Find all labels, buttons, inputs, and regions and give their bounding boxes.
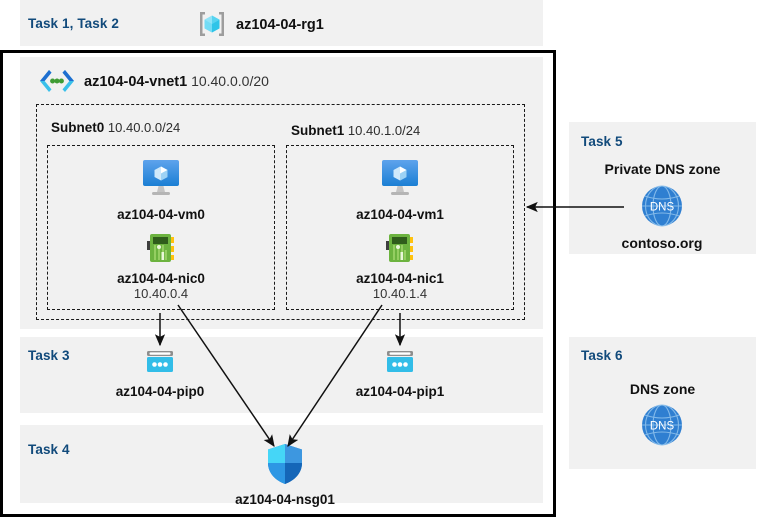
network-interface-icon	[383, 232, 417, 264]
resource-group-header: az104-04-rg1	[196, 8, 324, 40]
subnet0-box	[47, 145, 275, 310]
subnet1-title: Subnet1 10.40.1.0/24	[291, 123, 421, 138]
private-dns-name: contoso.org	[621, 235, 703, 251]
svg-text:DNS: DNS	[650, 202, 675, 214]
pip0-name: az104-04-pip0	[115, 384, 205, 399]
resource-group-panel	[20, 0, 543, 46]
subnets-container	[36, 104, 525, 320]
nic0-ip: 10.40.0.4	[133, 286, 189, 301]
nic1-ip: 10.40.1.4	[372, 286, 428, 301]
public-dns-title: DNS zone	[629, 381, 696, 397]
pip1-node[interactable]: az104-04-pip1	[340, 349, 460, 399]
pip0-node[interactable]: az104-04-pip0	[100, 349, 220, 399]
vm0-name: az104-04-vm0	[117, 207, 205, 222]
vnet-header: az104-04-vnet1 10.40.0.0/20	[38, 68, 269, 94]
task-label-5: Task 5	[581, 134, 623, 149]
private-dns-title: Private DNS zone	[604, 161, 721, 177]
subnet0-title: Subnet0 10.40.0.0/24	[51, 120, 181, 135]
dns-zone-icon: DNS	[640, 403, 684, 447]
resource-group-icon	[196, 8, 228, 40]
task-label-6: Task 6	[581, 348, 623, 363]
network-security-group-icon	[266, 443, 304, 485]
public-ip-icon	[383, 349, 417, 377]
vnet-panel	[20, 57, 543, 329]
nic0-node[interactable]: az104-04-nic0 10.40.0.4	[101, 232, 221, 301]
nic1-name: az104-04-nic1	[356, 271, 444, 286]
pip1-name: az104-04-pip1	[355, 384, 445, 399]
nic0-name: az104-04-nic0	[117, 271, 205, 286]
subnet1-box	[286, 145, 514, 310]
task-label-3: Task 3	[28, 348, 70, 363]
virtual-machine-icon	[138, 158, 184, 200]
nic1-node[interactable]: az104-04-nic1 10.40.1.4	[340, 232, 460, 301]
public-dns-node[interactable]: DNS	[602, 403, 722, 452]
vm0-node[interactable]: az104-04-vm0	[101, 158, 221, 222]
public-ip-panel	[20, 337, 543, 413]
svg-text:DNS: DNS	[650, 421, 675, 433]
vm1-name: az104-04-vm1	[356, 207, 444, 222]
nsg-name: az104-04-nsg01	[235, 492, 335, 507]
virtual-network-icon	[38, 68, 76, 94]
task-label-4: Task 4	[28, 442, 70, 457]
network-interface-icon	[144, 232, 178, 264]
task-label-1-2: Task 1, Task 2	[28, 16, 119, 31]
public-dns-panel	[569, 337, 756, 469]
nsg-node[interactable]: az104-04-nsg01	[225, 443, 345, 507]
public-ip-icon	[143, 349, 177, 377]
dns-zone-icon: DNS	[640, 184, 684, 228]
private-dns-node[interactable]: DNS contoso.org	[602, 184, 722, 251]
vm1-node[interactable]: az104-04-vm1	[340, 158, 460, 222]
resource-group-name: az104-04-rg1	[236, 16, 324, 33]
vnet-label: az104-04-vnet1 10.40.0.0/20	[84, 72, 269, 90]
virtual-machine-icon	[377, 158, 423, 200]
